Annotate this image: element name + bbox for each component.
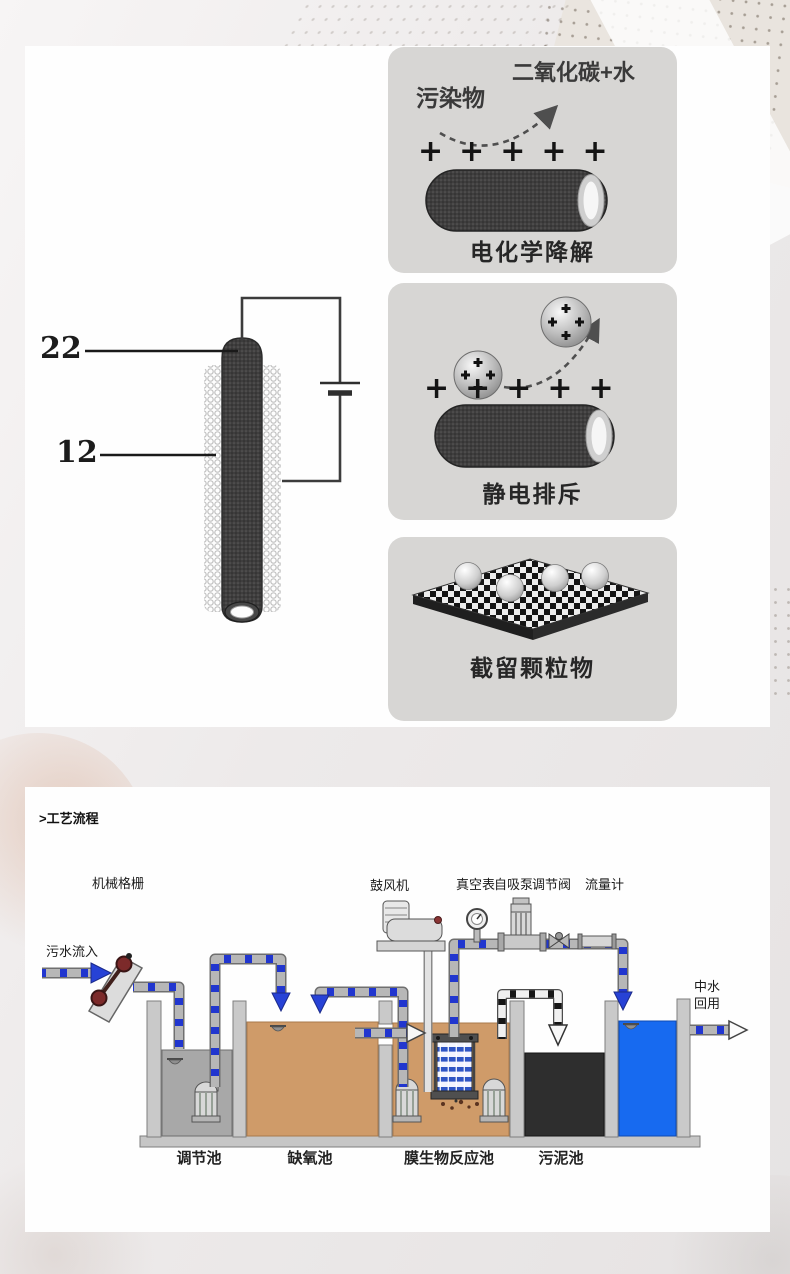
vacuum-gauge-graphic: [466, 908, 488, 943]
intercepted-particles: [454, 562, 609, 602]
vacuum-gauge-label: 真空表: [456, 877, 496, 892]
mechanism-caption-electrostatic: 静电排斥: [482, 481, 583, 507]
transfer-arrow: [406, 1022, 427, 1044]
clean-water-arrow: [613, 991, 633, 1012]
mesh-sheet: [411, 558, 650, 630]
flowmeter-label: 流量计: [585, 877, 625, 892]
outflow-arrow: [728, 1019, 749, 1041]
tank-structure: [139, 998, 701, 1148]
electrode-cylinder-graphic: [434, 404, 615, 468]
electrode-cylinder-graphic: [425, 169, 608, 232]
electrochemical-graphic: [425, 104, 608, 232]
process-flow-graphic: [42, 897, 749, 1148]
mechanism-caption-interception: 截留颗粒物: [470, 655, 595, 681]
electrode-diagram-graphic: [85, 296, 360, 623]
battery-icon: [320, 381, 360, 396]
inflow-label: 污水流入: [46, 944, 99, 959]
sludge-arrow: [547, 1024, 569, 1047]
positive-charges-row: +++++: [424, 371, 630, 406]
clean-tank-water: [618, 1020, 677, 1137]
tank-base: [139, 1135, 701, 1148]
screen-outlet-pipe: [133, 981, 185, 1049]
valve-label: 调节阀: [532, 877, 572, 892]
electrostatic-graphic: [434, 296, 615, 468]
screen-label: 机械格栅: [92, 876, 145, 891]
sludge-tank-water: [524, 1052, 605, 1137]
tank-label-anoxic: 缺氧池: [287, 1150, 333, 1167]
outflow-label-line1: 中水: [694, 979, 721, 994]
lift-pipe: [209, 953, 287, 1087]
tank-label-mbr: 膜生物反应池: [403, 1150, 495, 1167]
anoxic-feed-arrow: [271, 992, 291, 1013]
mechanism-caption-electrochemical: 电化学降解: [470, 239, 595, 265]
mechanism-card-electrostatic: +++++ 静电排斥: [388, 283, 677, 520]
flow-meter-graphic: [577, 933, 617, 950]
flow-arrows: [90, 962, 749, 1047]
decor-dots-right-edge: [769, 583, 790, 705]
membrane-mechanism-figure: 22 12 污染物 二氧化碳+水 +++++ 电化学降解: [25, 46, 770, 727]
mechanical-screen-graphic: [87, 953, 144, 1024]
tube-opening: [230, 605, 254, 619]
mesh-edge-left: [413, 595, 533, 640]
outflow-label-line2: 回用: [694, 996, 721, 1011]
anoxic-tank-water: [246, 1021, 379, 1137]
section-title: >工艺流程: [39, 811, 99, 826]
tank-label-sludge: 污泥池: [538, 1150, 584, 1167]
process-flow-figure: >工艺流程 机械格栅 鼓风机 真空表 自吸泵 调节阀 流量计 污水流入 中水 回…: [25, 787, 770, 1232]
membrane-module: [430, 1033, 479, 1110]
positive-charges-row: +++++: [418, 134, 624, 169]
callout-12-label: 12: [56, 435, 98, 470]
circuit-wiring: [240, 296, 360, 483]
recirculation-pipe: [314, 986, 409, 1087]
sludge-pipe: [497, 989, 563, 1039]
interception-graphic: [411, 558, 650, 640]
electrode-tube: [221, 337, 263, 623]
submersible-pump: [191, 1078, 221, 1123]
sludge-particles: [441, 1099, 479, 1110]
reaction-arrow: [439, 104, 559, 147]
blower-graphic: [376, 900, 446, 952]
charged-particle-1: [453, 350, 503, 400]
product-label: 二氧化碳+水: [512, 60, 635, 85]
pipework: [42, 938, 729, 1092]
tank-label-regulating: 调节池: [176, 1150, 222, 1167]
self-priming-pump-graphic: [497, 897, 547, 952]
recirculation-arrow: [310, 994, 330, 1015]
water-level-symbols: [167, 1023, 639, 1065]
blower-label: 鼓风机: [370, 878, 410, 893]
pump-label: 自吸泵: [494, 877, 534, 892]
regulating-valve-graphic: [548, 932, 570, 949]
mechanism-card-electrochemical: 污染物 二氧化碳+水 +++++ 电化学降解: [388, 47, 677, 273]
repulsion-arrow: [503, 317, 600, 390]
charged-particle-2: [540, 296, 592, 348]
callout-22-label: 22: [40, 331, 82, 366]
mesh-edge-right: [533, 593, 648, 640]
mechanism-card-interception: 截留颗粒物: [388, 537, 677, 721]
pollutant-label: 污染物: [416, 85, 485, 111]
inflow-arrow: [90, 962, 113, 984]
